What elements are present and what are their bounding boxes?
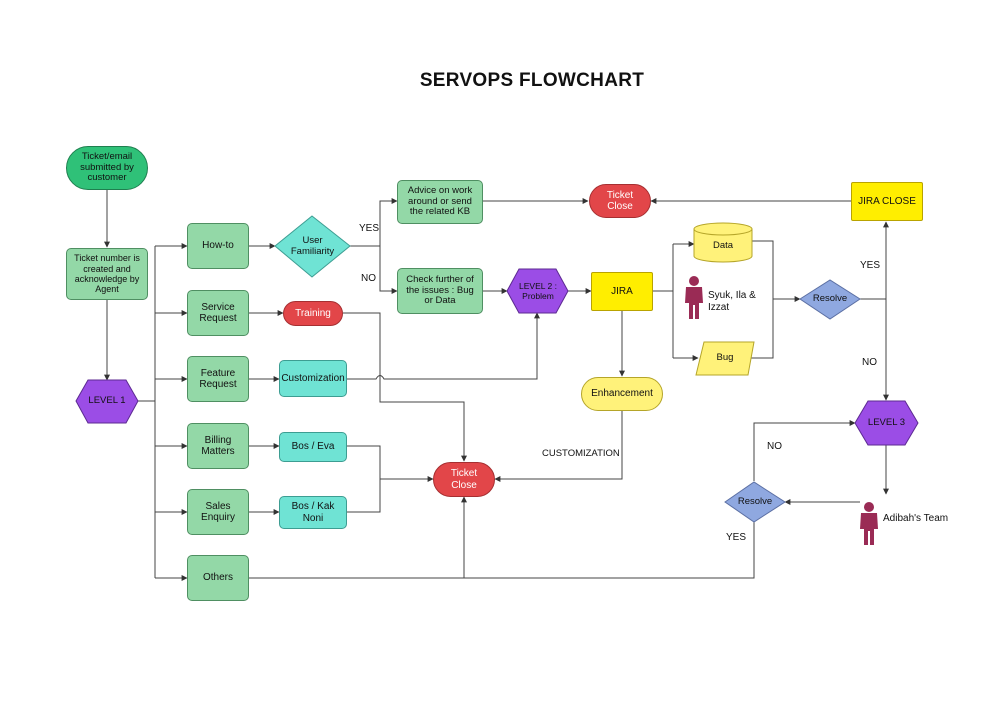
level2-hexagon: [506, 268, 569, 314]
edge-label-no-resolve-top: NO: [862, 357, 877, 368]
edge-bos-kak-noni-to-close: [347, 479, 381, 513]
edge-level1-trunk: [138, 246, 156, 578]
ticket-close-bottom: Ticket Close: [433, 462, 495, 497]
advice-node: Advice on work around or send the relate…: [397, 180, 483, 224]
familiarity-diamond: [274, 215, 351, 278]
jira-node: JIRA: [591, 272, 653, 311]
edge-label-no-familiar: NO: [361, 273, 376, 284]
check-further-node: Check further of the issues : Bug or Dat…: [397, 268, 483, 314]
bos-eva-node: Bos / Eva: [279, 432, 347, 462]
category-others: Others: [187, 555, 249, 601]
edge-label-customization: CUSTOMIZATION: [542, 448, 620, 459]
page-title: SERVOPS FLOWCHART: [419, 70, 645, 91]
edge-resolve-bottom-no: [753, 420, 856, 481]
training-node: Training: [283, 301, 343, 326]
category-feature-request: Feature Request: [187, 356, 249, 402]
resolve-top-diamond: [799, 279, 861, 320]
edge-data-bug-to-resolve: [750, 240, 800, 359]
level3-hexagon: [854, 400, 919, 446]
edge-label-yes-familiar: YES: [359, 223, 380, 234]
edge-label-yes-resolve-top: YES: [860, 260, 881, 271]
category-how-to: How-to: [187, 223, 249, 269]
data-cylinder: [693, 222, 753, 263]
edge-bos-eva-to-close: [347, 445, 434, 482]
edge-jira-to-branch: [653, 244, 674, 358]
edge-training-to-close: [343, 312, 467, 462]
edge-resolve-bottom-yes: [464, 522, 755, 579]
edge-customization-to-level2: [347, 312, 540, 380]
syuk-team-label: Syuk, Ila & Izzat: [708, 290, 756, 313]
resolve-bottom-diamond: [724, 481, 786, 523]
start-ticket-submitted: Ticket/email submitted by customer: [66, 146, 148, 190]
edge-familiarity-no: [379, 246, 398, 294]
edge-familiarity-yes: [350, 198, 398, 247]
category-service-request: Service Request: [187, 290, 249, 336]
edge-label-yes-resolve-bottom: YES: [726, 532, 747, 543]
ticket-close-top: Ticket Close: [589, 184, 651, 218]
ticket-number-created: Ticket number is created and acknowledge…: [66, 248, 148, 300]
category-sales-enquiry: Sales Enquiry: [187, 489, 249, 535]
bug-parallelogram: [695, 341, 755, 376]
edge-enhancement-to-close: [494, 411, 623, 482]
level1-hexagon: [75, 379, 139, 424]
jira-close-node: JIRA CLOSE: [851, 182, 923, 221]
person-adibah-icon: [860, 502, 878, 545]
bos-kak-noni-node: Bos / Kak Noni: [279, 496, 347, 529]
person-syuk-icon: [685, 276, 703, 319]
connectors: [104, 190, 889, 581]
customization-node: Customization: [279, 360, 347, 397]
enhancement-node: Enhancement: [581, 377, 663, 411]
adibah-team-label: Adibah's Team: [883, 513, 949, 524]
edge-label-no-resolve-bottom: NO: [767, 441, 782, 452]
category-billing-matters: Billing Matters: [187, 423, 249, 469]
